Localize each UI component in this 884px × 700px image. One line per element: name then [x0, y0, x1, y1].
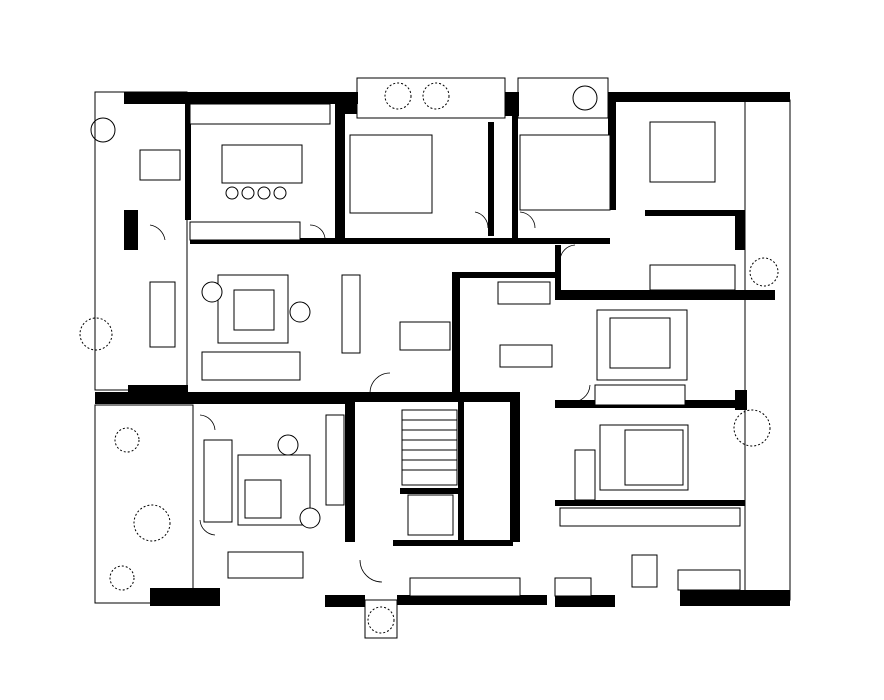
kitchen-counter-east — [677, 569, 741, 591]
plant-icon — [422, 82, 450, 110]
wardrobe-4 — [594, 384, 686, 406]
kitchen-counter-south — [559, 507, 741, 527]
bar-stools — [225, 186, 287, 200]
plant-icon — [109, 565, 135, 591]
stair-treads — [402, 419, 457, 471]
bathtub-4 — [649, 264, 736, 291]
stair — [401, 409, 458, 486]
sofa-side — [341, 274, 361, 354]
bed-5-inner — [624, 429, 684, 486]
kitchen-counter — [189, 103, 331, 125]
plant-icon — [133, 504, 171, 542]
bathtub-2 — [497, 281, 551, 305]
bed-4-inner — [609, 317, 671, 369]
plant-icon — [384, 82, 412, 110]
dining-table-north — [149, 281, 176, 348]
furniture — [139, 103, 741, 597]
dining-table-south — [227, 551, 304, 579]
entrance-balcony — [364, 599, 398, 639]
entry-bench-2 — [554, 577, 592, 597]
bed-2-rug — [519, 134, 611, 211]
armchair-south — [244, 479, 282, 519]
bathtub-1 — [399, 321, 451, 351]
kitchen-island — [221, 144, 303, 184]
sideboard — [189, 221, 301, 241]
entry-bench — [409, 577, 521, 597]
armchair-north — [233, 289, 275, 331]
dining-table-east — [631, 554, 658, 588]
plant-icon — [114, 427, 140, 453]
wardrobe-5 — [574, 449, 596, 501]
left-lower-terrace — [94, 404, 194, 604]
walls — [95, 92, 790, 607]
elevator — [407, 494, 454, 536]
plant-icon — [749, 257, 779, 287]
bathtub-3 — [499, 344, 553, 368]
console-south — [325, 414, 345, 506]
dining-table-top — [139, 149, 181, 181]
sofa-south — [203, 439, 233, 523]
plant-icon — [90, 117, 116, 143]
plant-icon — [572, 85, 598, 111]
plants — [79, 82, 779, 634]
sofa-north — [201, 351, 301, 381]
doors — [149, 211, 591, 583]
plant-icon — [79, 317, 113, 351]
plant-icon — [367, 606, 395, 634]
bed-1-rug — [349, 134, 433, 214]
bed-3 — [649, 121, 716, 183]
plant-icon — [733, 409, 771, 447]
